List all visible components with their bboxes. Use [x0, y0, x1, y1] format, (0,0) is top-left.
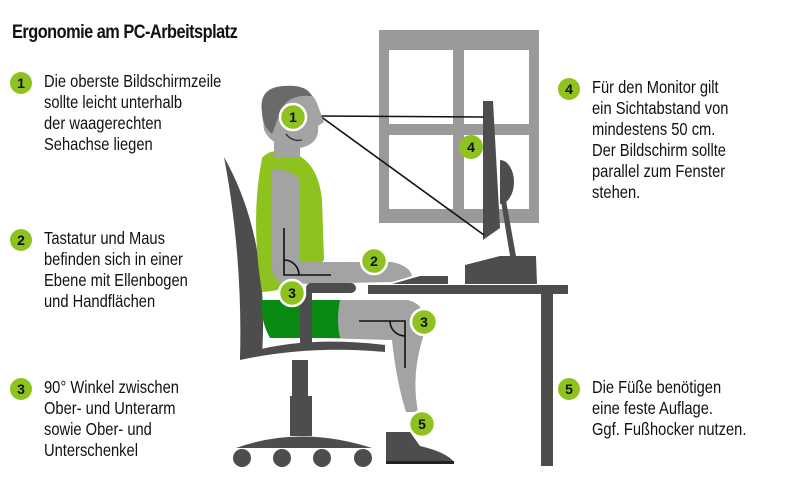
note-line: ein Sichtabstand von	[592, 98, 729, 118]
badge-1-icon: 1	[10, 72, 32, 94]
note-4: 4 Für den Monitor gilt ein Sichtabstand …	[558, 77, 754, 203]
note-line: mindestens 50 cm.	[592, 119, 716, 139]
note-line: und Handflächen	[44, 291, 156, 311]
badge-3-icon: 3	[10, 378, 32, 400]
note-line: sowie Ober- und	[44, 419, 152, 439]
sight-line-horizontal	[319, 115, 485, 118]
note-line: der waagerechten	[44, 113, 162, 133]
note-line: Unterschenkel	[44, 440, 138, 460]
window-icon	[379, 30, 539, 223]
note-line: Die Füße benötigen	[592, 377, 722, 397]
keyboard-icon	[392, 276, 448, 284]
right-angle-knee-icon	[359, 320, 406, 368]
legs-icon	[320, 300, 426, 412]
marker-hands-icon: 2	[359, 246, 389, 276]
note-2: 2 Tastatur und Maus befinden sich in ein…	[10, 228, 215, 312]
note-line: Der Bildschirm sollte	[592, 140, 726, 160]
note-2-text: Tastatur und Maus befinden sich in einer…	[44, 228, 188, 312]
desk-icon	[368, 285, 568, 466]
note-3-text: 90° Winkel zwischen Ober- und Unterarm s…	[44, 377, 179, 461]
note-line: eine feste Auflage.	[592, 398, 713, 418]
svg-text:4: 4	[467, 139, 475, 155]
note-line: 90° Winkel zwischen	[44, 377, 179, 397]
note-line: Für den Monitor gilt	[592, 77, 719, 97]
note-line: Tastatur und Maus	[44, 228, 165, 248]
sight-line-down	[319, 115, 485, 236]
shoe-icon	[386, 432, 454, 462]
svg-text:3: 3	[288, 285, 296, 301]
note-4-text: Für den Monitor gilt ein Sichtabstand vo…	[592, 77, 728, 203]
svg-text:1: 1	[289, 109, 297, 125]
note-line: parallel zum Fenster	[592, 161, 726, 181]
note-line: Ggf. Fußhocker nutzen.	[592, 419, 747, 439]
marker-elbow-icon: 3	[277, 278, 307, 308]
marker-feet-icon: 5	[407, 409, 437, 439]
note-line: stehen.	[592, 182, 641, 202]
note-line: Ober- und Unterarm	[44, 398, 176, 418]
svg-text:2: 2	[370, 253, 378, 269]
marker-monitor-icon: 4	[459, 135, 483, 159]
note-5-text: Die Füße benötigen eine feste Auflage. G…	[592, 377, 746, 440]
svg-text:5: 5	[418, 416, 426, 432]
note-3: 3 90° Winkel zwischen Ober- und Unterarm…	[10, 377, 205, 461]
badge-5-icon: 5	[558, 378, 580, 400]
note-line: sollte leicht unterhalb	[44, 92, 183, 112]
svg-text:3: 3	[420, 314, 428, 330]
note-1: 1 Die oberste Bildschirmzeile sollte lei…	[10, 71, 255, 155]
hair-icon	[261, 85, 312, 134]
marker-knee-icon: 3	[409, 307, 439, 337]
chair-backrest-icon	[224, 157, 264, 358]
note-line: befinden sich in einer	[44, 249, 183, 269]
right-angle-elbow-icon	[283, 228, 331, 276]
badge-4-icon: 4	[558, 78, 580, 100]
marker-eye-icon: 1	[278, 102, 308, 132]
note-5: 5 Die Füße benötigen eine feste Auflage.…	[558, 377, 776, 440]
page-title: Ergonomie am PC-Arbeitsplatz	[12, 22, 238, 43]
note-1-text: Die oberste Bildschirmzeile sollte leich…	[44, 71, 221, 155]
note-line: Sehachse liegen	[44, 134, 153, 154]
monitor-icon	[465, 101, 537, 284]
badge-2-icon: 2	[10, 229, 32, 251]
chair-icon	[233, 283, 385, 467]
arm-icon	[272, 169, 412, 284]
note-line: Ebene mit Ellenbogen	[44, 270, 188, 290]
note-line: Die oberste Bildschirmzeile	[44, 71, 222, 91]
